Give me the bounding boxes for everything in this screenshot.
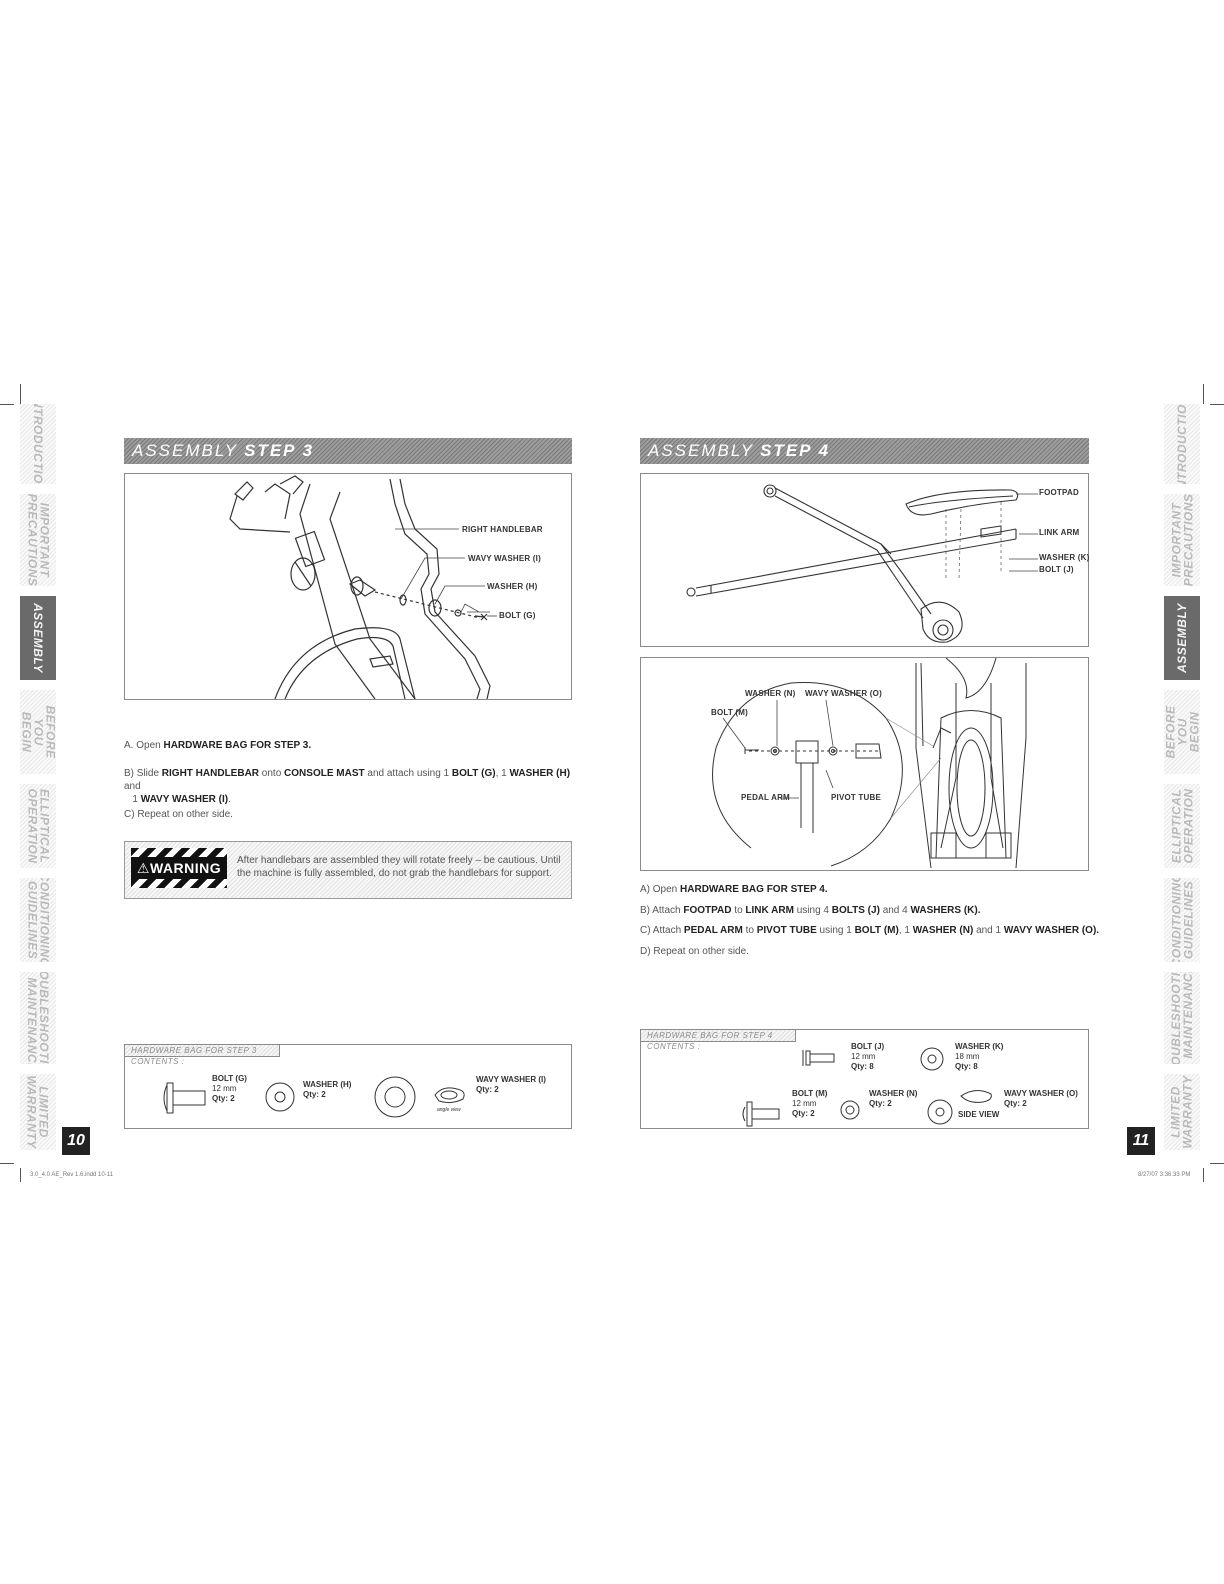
page-number-left: 10 [62, 1127, 90, 1155]
label-bolt-m: BOLT (M) [711, 708, 748, 717]
page-number-right: 11 [1127, 1127, 1155, 1155]
step3-diagram-drawing [229, 475, 497, 699]
label-washer-k: WASHER (K) [1039, 553, 1090, 562]
step3-hardware-drawing [163, 1076, 465, 1118]
step3-diagram: RIGHT HANDLEBAR WAVY WASHER (I) WASHER (… [124, 473, 572, 700]
label-wavy-washer-i: WAVY WASHER (I) [468, 554, 541, 563]
label-right-handlebar: RIGHT HANDLEBAR [462, 525, 543, 534]
step4-hardware-title: HARDWARE BAG FOR STEP 4 CONTENTS : [640, 1029, 796, 1051]
step3-instruction-b: B) Slide RIGHT HANDLEBAR onto CONSOLE MA… [124, 768, 571, 805]
left-tab-elliptical-operation[interactable]: ELLIPTICAL OPERATION [20, 784, 56, 868]
right-tab-conditioning-guidelines[interactable]: CONDITIONING GUIDELINES [1164, 878, 1200, 962]
warning-text: After handlebars are assembled they will… [237, 855, 561, 879]
hw-side-view-note: SIDE VIEW [958, 1110, 1000, 1119]
label-bolt-j: BOLT (J) [1039, 565, 1074, 574]
label-washer-n: WASHER (N) [745, 689, 796, 698]
step3-instruction-a: A. Open HARDWARE BAG FOR STEP 3. [124, 740, 312, 751]
step4-diagram-detail: WASHER (N) WAVY WASHER (O) BOLT (M) PEDA… [640, 657, 1089, 871]
right-tab-assembly[interactable]: ASSEMBLY [1164, 596, 1200, 680]
left-tab-limited-warranty[interactable]: LIMITED WARRANTY [20, 1074, 56, 1150]
hw-washer-n: WASHER (N) Qty: 2 [869, 1089, 918, 1108]
step4-top-drawing [686, 484, 1038, 643]
step4-instruction-c: C) Attach PEDAL ARM to PIVOT TUBE using … [640, 925, 1100, 936]
step4-instruction-d: D) Repeat on other side. [640, 946, 749, 957]
label-pivot-tube: PIVOT TUBE [831, 793, 882, 802]
warning-box: ⚠WARNING After handlebars are assembled … [124, 841, 572, 899]
footer-file-info: 3.0_4.0 AE_Rev 1.6.indd 10-11 [30, 1172, 113, 1178]
step3-instruction-c: C) Repeat on other side. [124, 809, 233, 820]
label-pedal-arm: PEDAL ARM [741, 793, 790, 802]
label-link-arm: LINK ARM [1039, 528, 1080, 537]
step4-detail-drawing [712, 658, 1027, 869]
warning-sign: ⚠WARNING [131, 848, 227, 888]
left-tab-assembly[interactable]: ASSEMBLY [20, 596, 56, 680]
right-tab-before-you-begin[interactable]: BEFORE YOU BEGIN [1164, 690, 1200, 774]
hw-angle-view-note: angle view [437, 1107, 461, 1113]
step4-instruction-a: A) Open HARDWARE BAG FOR STEP 4. [640, 884, 828, 895]
step4-diagram-top: FOOTPAD LINK ARM WASHER (K) BOLT (J) [640, 473, 1089, 647]
step4-hardware-box: HARDWARE BAG FOR STEP 4 CONTENTS : BOLT … [640, 1029, 1089, 1129]
right-tab-troubleshooting[interactable]: TROUBLESHOOTING & MAINTENANCE [1164, 972, 1200, 1064]
step4-instruction-b: B) Attach FOOTPAD to LINK ARM using 4 BO… [640, 905, 981, 916]
label-wavy-washer-o: WAVY WASHER (O) [805, 689, 882, 698]
left-tab-introduction[interactable]: INTRODUCTION [20, 404, 56, 484]
hw-wavy-washer-i: WAVY WASHER (I) Qty: 2 [476, 1075, 546, 1094]
left-tab-troubleshooting[interactable]: TROUBLESHOOTING & MAINTENANCE [20, 972, 56, 1064]
hw-wavy-washer-o: WAVY WASHER (O) Qty: 2 [1004, 1089, 1078, 1108]
step3-hardware-box: HARDWARE BAG FOR STEP 3 CONTENTS : BOLT … [124, 1044, 572, 1129]
right-tab-introduction[interactable]: INTRODUCTION [1164, 404, 1200, 484]
left-tab-before-you-begin[interactable]: BEFORE YOU BEGIN [20, 690, 56, 774]
step3-hardware-title: HARDWARE BAG FOR STEP 3 CONTENTS : [124, 1044, 280, 1066]
hw-washer-k: WASHER (K) 18 mm Qty: 8 [955, 1042, 1004, 1071]
left-tab-conditioning-guidelines[interactable]: CONDITIONING GUIDELINES [20, 878, 56, 962]
hw-bolt-g: BOLT (G) 12 mm Qty: 2 [212, 1074, 247, 1103]
hw-washer-h: WASHER (H) Qty: 2 [303, 1080, 352, 1099]
left-tab-important-precautions[interactable]: IMPORTANT PRECAUTIONS [20, 494, 56, 586]
right-tab-elliptical-operation[interactable]: ELLIPTICAL OPERATION [1164, 784, 1200, 868]
label-bolt-g: BOLT (G) [499, 611, 536, 620]
warning-triangle-icon: ⚠ [136, 860, 150, 876]
hw-bolt-m: BOLT (M) 12 mm Qty: 2 [792, 1089, 828, 1118]
label-footpad: FOOTPAD [1039, 488, 1079, 497]
label-washer-h: WASHER (H) [487, 582, 538, 591]
right-tab-important-precautions[interactable]: IMPORTANT PRECAUTIONS [1164, 494, 1200, 586]
footer-timestamp: 8/27/07 3:36:33 PM [1138, 1172, 1191, 1178]
right-tab-limited-warranty[interactable]: LIMITED WARRANTY [1164, 1074, 1200, 1150]
step4-hardware-drawing [742, 1047, 992, 1127]
hw-bolt-j: BOLT (J) 12 mm Qty: 8 [851, 1042, 885, 1071]
